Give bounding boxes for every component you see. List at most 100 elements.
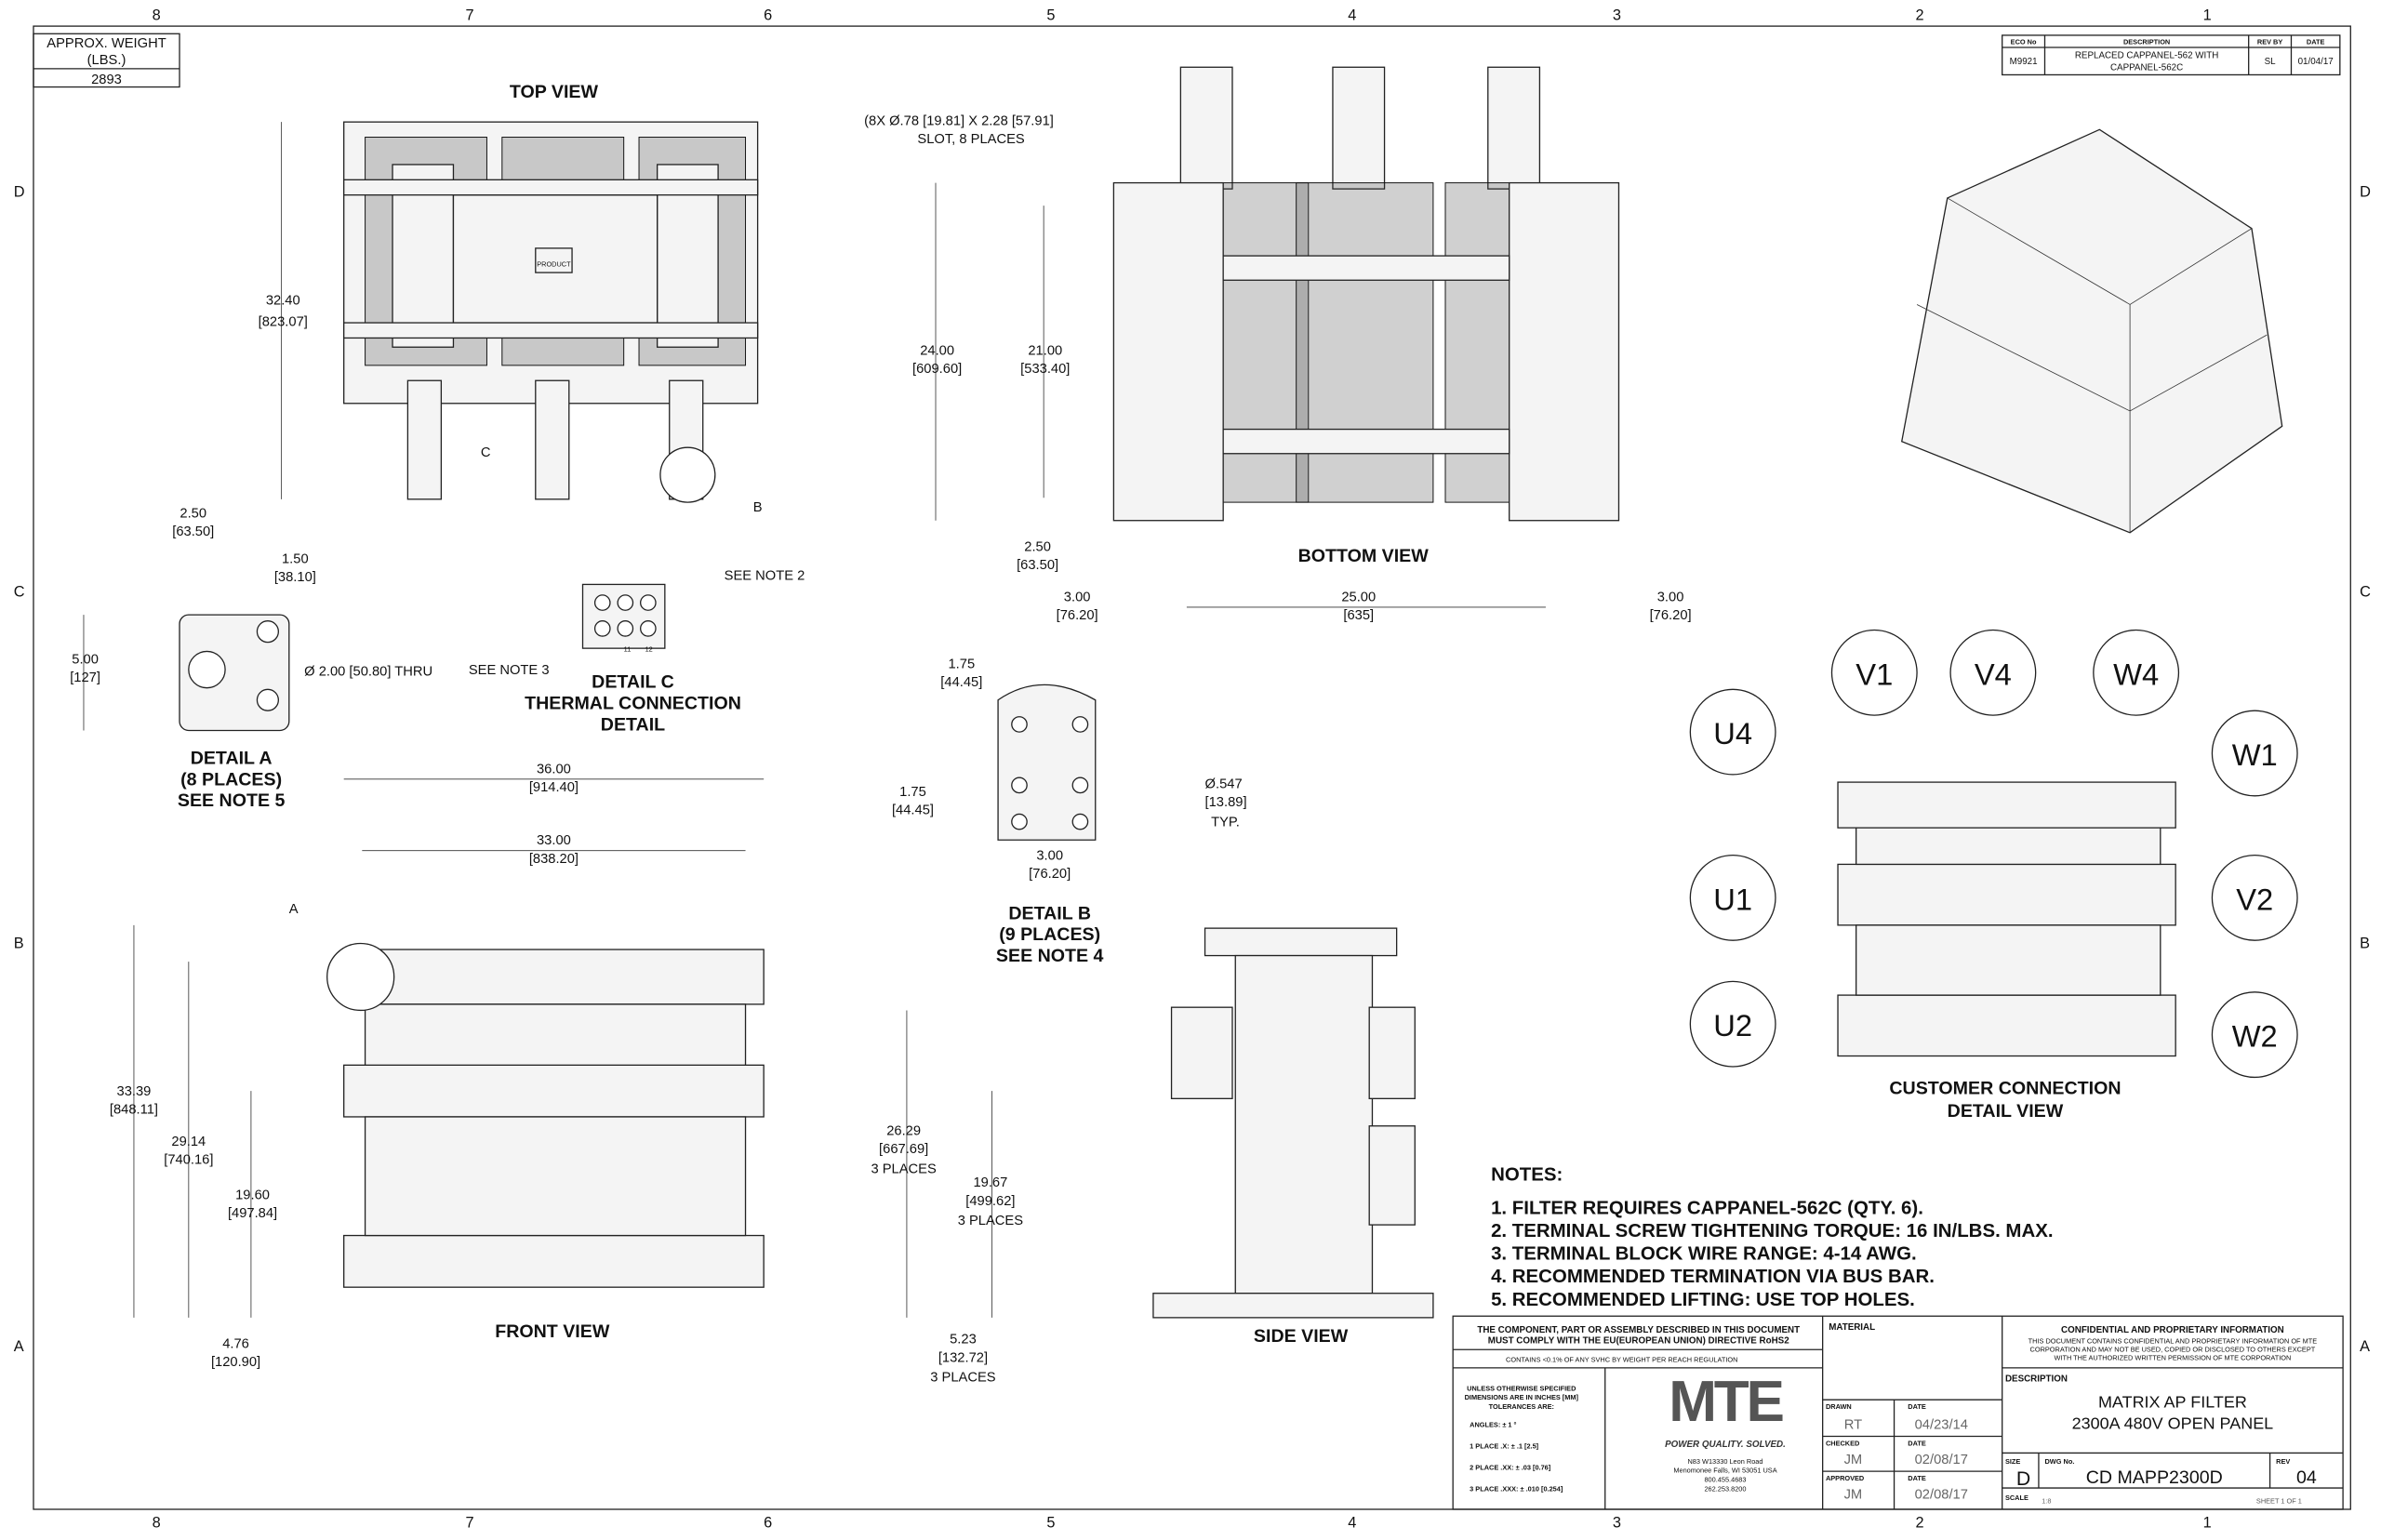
rev-header-by: REV BY xyxy=(2257,38,2282,46)
detail-c: 11 12 SEE NOTE 2 SEE NOTE 3 DETAIL C THE… xyxy=(469,569,805,736)
weight-value: 2893 xyxy=(91,73,122,87)
top-view-title: TOP VIEW xyxy=(510,82,599,102)
checked-label: CHECKED xyxy=(1826,1439,1859,1447)
dim-b-w1: 1.75 xyxy=(948,657,975,671)
zone-8: 8 xyxy=(153,7,161,24)
bottom-view-title: BOTTOM VIEW xyxy=(1298,546,1430,566)
bottom-view: (8X Ø.78 [19.81] X 2.28 [57.91] SLOT, 8 … xyxy=(864,66,1692,623)
dim-front-h2-mm: [740.16] xyxy=(164,1153,213,1168)
dim-bottom-h1: 24.00 xyxy=(920,343,954,358)
dim-bottom-h2-mm: [533.40] xyxy=(1020,362,1070,377)
top-view: TOP VIEW PRODUCT B C 32.40 [823.07] xyxy=(259,82,763,515)
zone-5: 5 xyxy=(1046,7,1055,24)
tolerance-label: TOLERANCES ARE: xyxy=(1489,1402,1554,1411)
dim-side-h3: 5.23 xyxy=(950,1333,977,1348)
approved-by: JM xyxy=(1844,1488,1863,1503)
slot-callout: (8X Ø.78 [19.81] X 2.28 [57.91] xyxy=(864,113,1054,128)
phone-2: 262.253.8200 xyxy=(1704,1484,1746,1493)
address-1: N83 W13330 Leon Road xyxy=(1687,1457,1762,1466)
dim-a-w1-mm: [63.50] xyxy=(172,524,214,539)
rohs-text-2: MUST COMPLY WITH THE EU(EUROPEAN UNION) … xyxy=(1488,1336,1789,1347)
scale-value: 1:8 xyxy=(2042,1496,2051,1505)
detail-a: 2.50 [63.50] 1.50 [38.10] 5.00 [127] Ø 2… xyxy=(70,506,432,811)
note-4: 4. RECOMMENDED TERMINATION VIA BUS BAR. xyxy=(1491,1266,1935,1287)
note-1: 1. FILTER REQUIRES CAPPANEL-562C (QTY. 6… xyxy=(1491,1198,1923,1219)
tolerance-units: DIMENSIONS ARE IN INCHES [MM] xyxy=(1465,1393,1579,1401)
rev-header-date: DATE xyxy=(2307,38,2325,46)
zone-6: 6 xyxy=(764,7,772,24)
detail-c-subtitle: THERMAL CONNECTION xyxy=(525,694,741,714)
zone-4: 4 xyxy=(1348,7,1356,24)
terminal-v4: V4 xyxy=(1975,657,2012,691)
dim-bottom-h1-mm: [609.60] xyxy=(912,362,962,377)
detail-a-title: DETAIL A xyxy=(191,748,273,768)
customer-connection-title: CUSTOMER CONNECTION xyxy=(1889,1078,2121,1098)
drawn-label: DRAWN xyxy=(1826,1402,1852,1411)
detail-a-qty: (8 PLACES) xyxy=(180,769,282,790)
zone-b: B xyxy=(14,935,24,951)
mte-tagline: POWER QUALITY. SOLVED. xyxy=(1665,1440,1786,1450)
checked-by: JM xyxy=(1844,1453,1863,1467)
description-label: DESCRIPTION xyxy=(2005,1374,2068,1385)
dim-side-h1-mm: [667.69] xyxy=(879,1142,928,1157)
dim-side-h3-qty: 3 PLACES xyxy=(930,1371,996,1386)
zone-d: D xyxy=(2360,183,2371,200)
terminal-v2: V2 xyxy=(2236,882,2273,916)
tolerance-1-place: 1 PLACE .X: ± .1 [2.5] xyxy=(1470,1442,1539,1451)
terminal-u2: U2 xyxy=(1713,1008,1752,1042)
description-line-1: MATRIX AP FILTER xyxy=(2098,1392,2247,1411)
zone-a: A xyxy=(14,1338,24,1355)
dim-a-w2-mm: [38.10] xyxy=(274,570,316,585)
checked-date-label: DATE xyxy=(1908,1439,1926,1447)
rev-desc-1: REPLACED CAPPANEL-562 WITH xyxy=(2075,50,2218,60)
detail-a-note: SEE NOTE 5 xyxy=(178,790,286,811)
zone-2: 2 xyxy=(1915,7,1923,24)
address-2: Menomonee Falls, WI 53051 USA xyxy=(1673,1467,1776,1475)
customer-connection-view: V1 V4 W4 U4 W1 U1 V2 U2 W2 CUSTOMER CONN… xyxy=(1689,629,2298,1122)
product-label xyxy=(535,247,573,273)
dim-top-height: 32.40 xyxy=(266,293,300,308)
phone-1: 800.455.4683 xyxy=(1704,1476,1746,1484)
isometric-view xyxy=(1900,128,2283,534)
notes: NOTES: 1. FILTER REQUIRES CAPPANEL-562C … xyxy=(1491,1164,2053,1310)
side-view-title: SIDE VIEW xyxy=(1254,1326,1349,1347)
zone-1: 1 xyxy=(2203,7,2212,24)
terminal-w2: W2 xyxy=(2232,1019,2278,1054)
rev-header-desc: DESCRIPTION xyxy=(2123,38,2170,46)
dim-bottom-w3-mm: [635] xyxy=(1343,608,1374,623)
hole-callout: Ø.547 xyxy=(1205,777,1243,792)
approved-label: APPROVED xyxy=(1826,1474,1864,1482)
rev-date: 01/04/17 xyxy=(2298,57,2334,67)
dim-bottom-h2: 21.00 xyxy=(1028,343,1062,358)
zone-markers-top: 8 7 6 5 4 3 2 1 xyxy=(153,7,2212,24)
dim-front-h1-mm: [848.11] xyxy=(110,1103,158,1118)
dim-bottom-w2-mm: [76.20] xyxy=(1057,608,1098,623)
front-view: 36.00 [914.40] 33.00 [838.20] A FRONT VI… xyxy=(110,762,765,1370)
detail-c-subtitle-2: DETAIL xyxy=(601,714,665,735)
dim-bottom-w1: 2.50 xyxy=(1024,539,1051,554)
callout-b: B xyxy=(753,500,763,515)
dim-side-h3-mm: [132.72] xyxy=(938,1350,988,1365)
dim-a-h-mm: [127] xyxy=(70,670,100,685)
confidential-text-3: WITH THE AUTHORIZED WRITTEN PERMISSION O… xyxy=(2054,1354,2291,1362)
zone-c: C xyxy=(2360,584,2371,601)
terminal-u4: U4 xyxy=(1713,716,1752,750)
dim-side-h2-qty: 3 PLACES xyxy=(958,1214,1024,1228)
revision-block: ECO No DESCRIPTION REV BY DATE M9921 REP… xyxy=(2002,34,2341,76)
zone-c: C xyxy=(14,584,25,601)
dim-front-w1-mm: [914.40] xyxy=(529,780,579,795)
sheet-border xyxy=(33,25,2351,1510)
dwg-no-label: DWG No. xyxy=(2044,1457,2074,1466)
dim-b-h1-mm: [44.45] xyxy=(892,803,934,817)
zone-1: 1 xyxy=(2203,1515,2212,1532)
slot-callout-2: SLOT, 8 PLACES xyxy=(917,132,1025,147)
weight-unit: (LBS.) xyxy=(87,53,126,68)
dim-front-w1: 36.00 xyxy=(537,762,571,777)
callout-c: C xyxy=(481,445,491,460)
dim-side-h1-qty: 3 PLACES xyxy=(871,1162,937,1176)
rohs-text-1: THE COMPONENT, PART OR ASSEMBLY DESCRIBE… xyxy=(1477,1325,1800,1335)
front-view-title: FRONT VIEW xyxy=(495,1321,610,1342)
dim-b-w1-mm: [44.45] xyxy=(940,675,982,690)
dim-front-h1: 33.39 xyxy=(117,1084,152,1099)
